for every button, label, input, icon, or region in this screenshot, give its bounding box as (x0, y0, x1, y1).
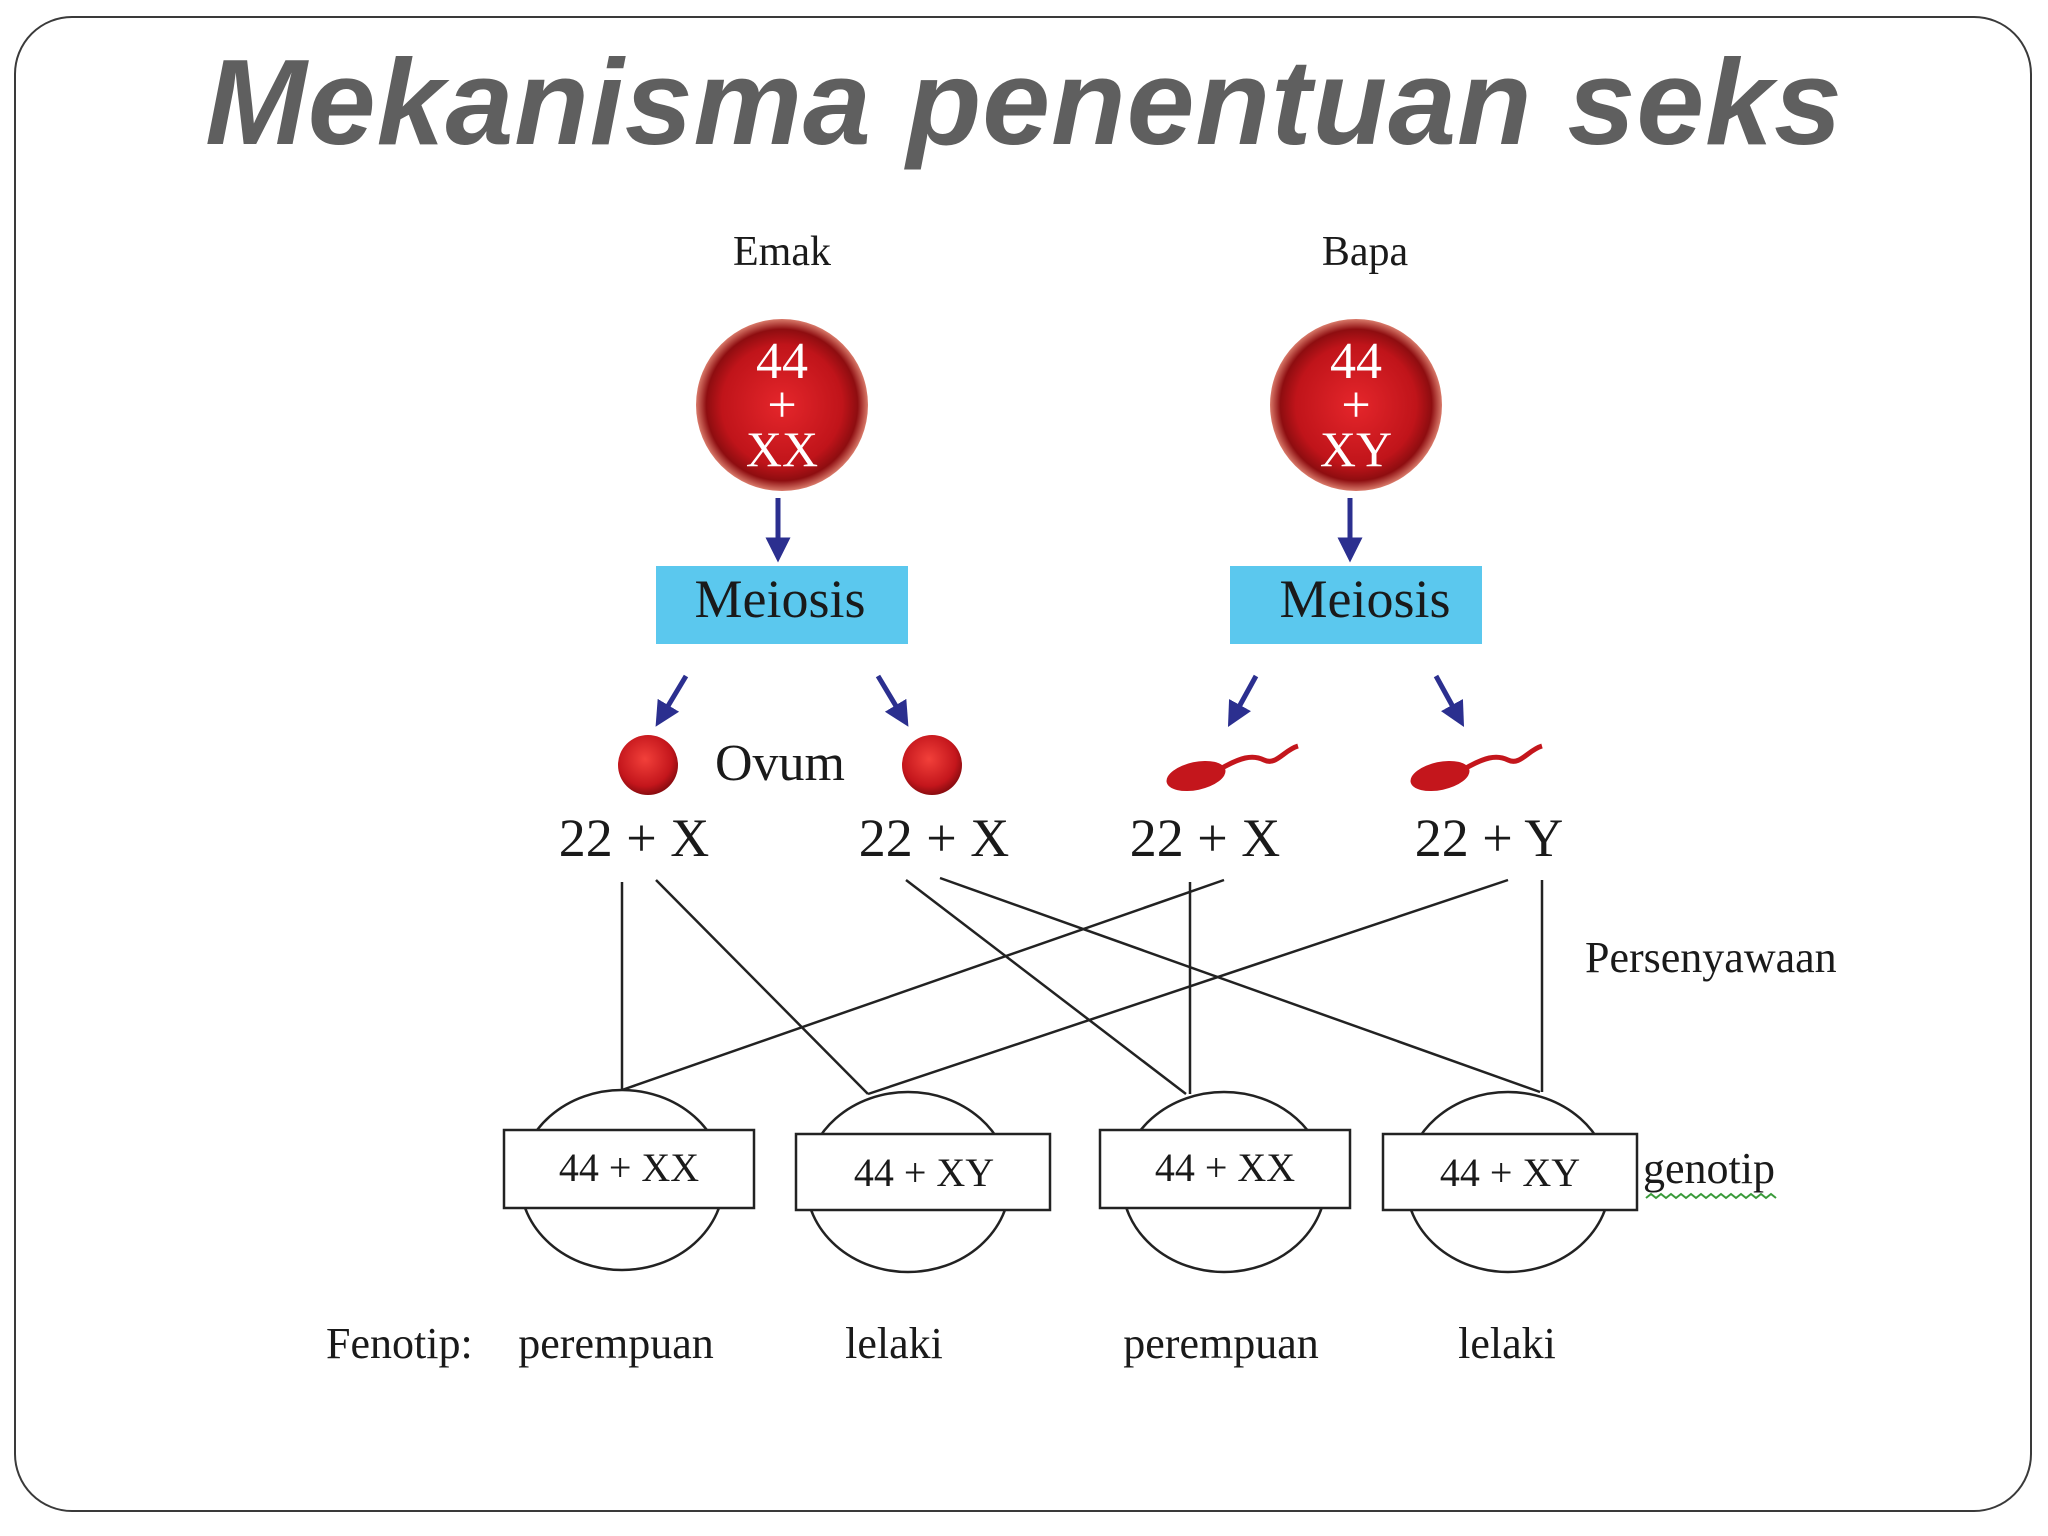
offspring-4-genotype: 44 + XY (1440, 1150, 1580, 1195)
gamete-genotype-3: 22 + X (1130, 808, 1280, 868)
mother-meiosis-label: Meiosis (694, 569, 865, 629)
gamete-genotype-2: 22 + X (859, 808, 1009, 868)
mother-sex-chromosomes: XX (746, 421, 818, 477)
mother-label: Emak (733, 229, 831, 275)
offspring-1: 44 + XX (502, 1088, 756, 1272)
phenotype-label: Fenotip: (326, 1319, 473, 1368)
mother-chromosome-number: 44 (756, 333, 808, 390)
offspring-2: 44 + XY (794, 1090, 1052, 1274)
slide-title: Mekanisma penentuan seks (205, 34, 1843, 170)
father-cell: 44 + XY (1270, 319, 1442, 491)
genotype-label: genotip (1643, 1144, 1775, 1193)
cross-line (621, 878, 1225, 1092)
cross-line (905, 879, 1187, 1095)
spellcheck-squiggle (1645, 1192, 1777, 1200)
meiosis-to-ovum-2-arrow (875, 674, 909, 727)
sperm-y (1410, 743, 1543, 792)
meiosis-to-ovum-1-arrow (655, 674, 689, 727)
meiosis-to-sperm-x-arrow (1227, 674, 1259, 727)
offspring-3-genotype: 44 + XX (1155, 1145, 1295, 1190)
mother-chromosome-plus: + (767, 377, 796, 434)
father-meiosis-box (1230, 566, 1482, 644)
slide-frame (14, 16, 2032, 1512)
gamete-genotype-1: 22 + X (559, 808, 709, 868)
mother-cell: 44 + XX (696, 319, 868, 491)
offspring-4: 44 + XY (1381, 1090, 1639, 1274)
father-meiosis-label: Meiosis (1279, 569, 1450, 629)
offspring-1-genotype: 44 + XX (559, 1145, 699, 1190)
offspring-2-phenotype: lelaki (845, 1319, 943, 1368)
meiosis-to-sperm-y-arrow (1433, 674, 1465, 727)
cross-line (867, 878, 1509, 1096)
father-chromosome-plus: + (1341, 377, 1370, 434)
gamete-genotype-4: 22 + Y (1415, 808, 1563, 868)
father-chromosome-number: 44 (1330, 333, 1382, 390)
offspring-3-phenotype: perempuan (1123, 1319, 1318, 1368)
mother-meiosis-box (656, 566, 908, 644)
fertilization-lines (620, 876, 1544, 1096)
ovum-label: Ovum (715, 735, 845, 792)
fertilization-label: Persenyawaan (1585, 933, 1837, 982)
cross-line (655, 879, 869, 1095)
offspring-1-phenotype: perempuan (518, 1319, 713, 1368)
offspring-3: 44 + XX (1098, 1090, 1352, 1274)
cross-line (939, 876, 1541, 1094)
offspring-4-phenotype: lelaki (1458, 1319, 1556, 1368)
father-sex-chromosomes: XY (1320, 421, 1392, 477)
ovum-1 (618, 735, 678, 795)
ovum-2 (902, 735, 962, 795)
sperm-x (1166, 743, 1299, 792)
father-label: Bapa (1322, 229, 1409, 275)
offspring-2-genotype: 44 + XY (854, 1150, 994, 1195)
